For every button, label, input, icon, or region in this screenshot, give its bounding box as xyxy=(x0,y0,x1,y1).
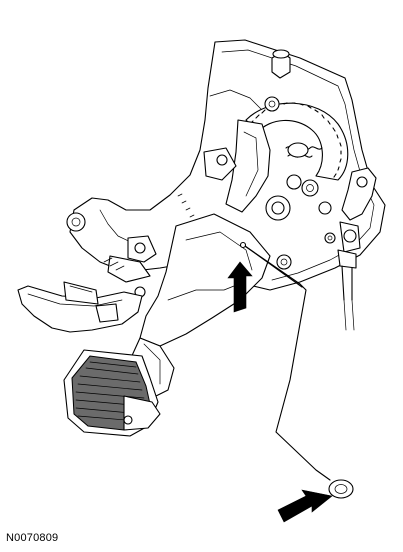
return-spring xyxy=(285,142,323,158)
foot-rest-bracket xyxy=(17,281,143,333)
brake-cable-conduit xyxy=(337,249,357,331)
upper-mounting-stud xyxy=(271,49,291,79)
pedal-lever-arm xyxy=(103,213,271,347)
arrow-up-icon xyxy=(227,261,253,313)
release-linkage xyxy=(324,167,377,253)
arrow-right-icon xyxy=(277,489,333,523)
release-tool-wire xyxy=(239,241,354,499)
brake-pedal-pad xyxy=(63,349,161,437)
ratchet-pawl-arm xyxy=(203,119,271,213)
figure-id-label: N0070809 xyxy=(6,532,59,544)
